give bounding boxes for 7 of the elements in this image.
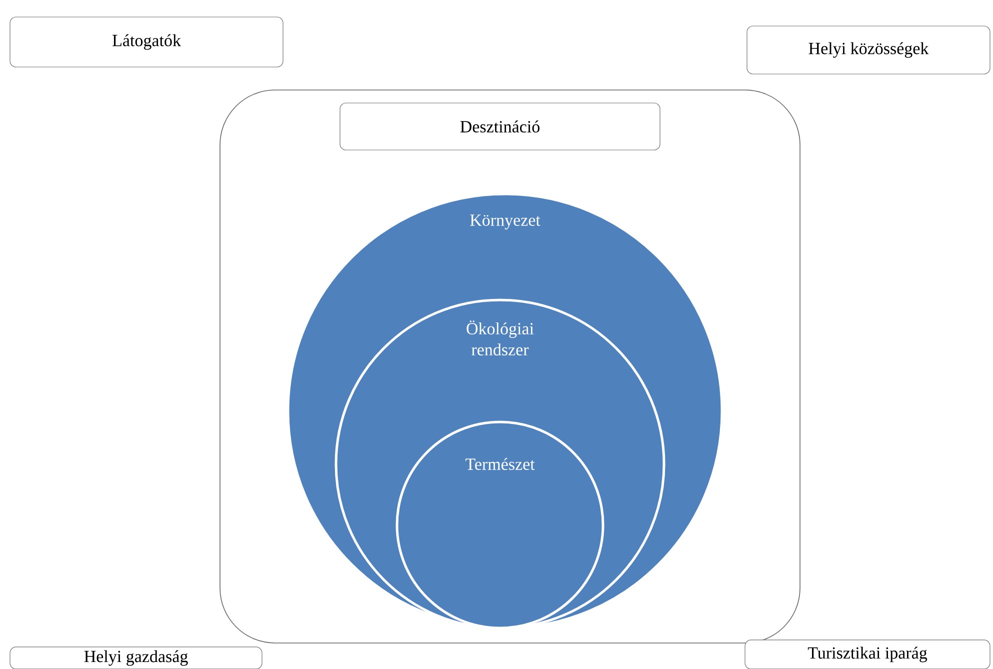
label-box: Helyi közösségek bbox=[746, 26, 990, 74]
label-box: Helyi gazdaság bbox=[10, 646, 262, 669]
circle-area: Természet bbox=[396, 420, 604, 630]
label-box: Turisztikai iparág bbox=[744, 640, 990, 669]
label-box: Desztináció bbox=[340, 102, 660, 150]
label-box: Látogatók bbox=[10, 16, 284, 68]
frame-box bbox=[220, 90, 800, 644]
